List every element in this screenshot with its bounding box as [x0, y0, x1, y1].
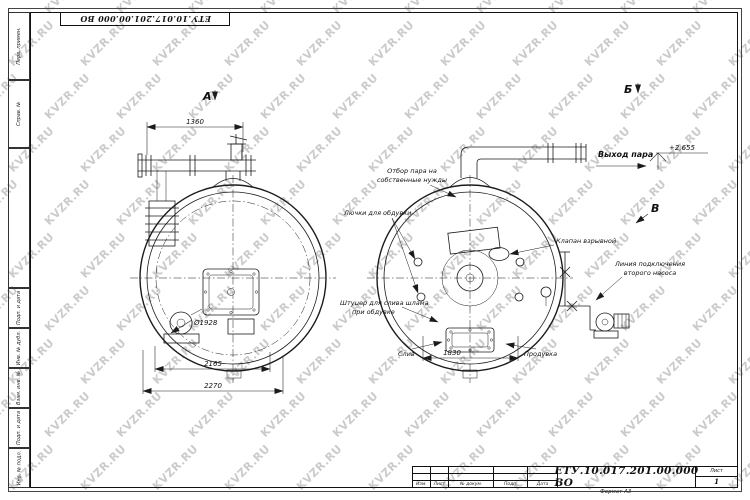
sludge-label-1: Штуцер для слива шлама	[340, 299, 429, 307]
stamp-cell-vzam-inv: Взам. инв. №	[8, 368, 30, 408]
hatches-label: Лючки для обдувки	[343, 209, 411, 217]
elevation-mark-label: +2,655	[669, 144, 695, 152]
col-docnum: № докум.	[449, 481, 495, 487]
sludge-label-2: при обдувке	[352, 308, 395, 316]
view-b-label: Б	[624, 83, 632, 96]
sheet-cell: Лист 1	[696, 467, 737, 487]
revision-table: Изм. Лист № докум. Подп. Дата	[413, 467, 558, 487]
pressure-gauge	[540, 286, 552, 298]
view-v-label: В	[651, 202, 659, 215]
stamp-cell-empty	[8, 148, 30, 288]
view-b-drawing: Выход пара +2,655 Отбор пара на собствен…	[340, 83, 708, 383]
blowdown-label: Продувка	[524, 350, 557, 358]
blow-hatch	[514, 292, 524, 302]
stamp-cell-podp-data-1: Подп. и дата	[8, 288, 30, 328]
own-needs-label-2: собственные нужды	[377, 176, 447, 184]
view-a-drawing: 1360 Ø1928 2165 2270 А	[130, 90, 336, 394]
col-podpis: Подп.	[494, 481, 529, 487]
stamp-cell-podp-data-2: Подп. и дата	[8, 408, 30, 448]
left-nozzle-stack	[145, 171, 179, 247]
stamp-cell-sprav: Справ. №	[8, 80, 30, 148]
second-pump-label-2: второго насоса	[624, 269, 677, 277]
dim-diameter-1928: Ø1928	[193, 319, 218, 327]
col-data: Дата	[536, 481, 549, 487]
stamp-cell-perv-primen: Перв. примен.	[8, 12, 30, 80]
feed-pump	[595, 312, 615, 332]
drain-label: Слив	[398, 350, 415, 358]
dim-1830: 1830	[443, 349, 461, 357]
burner-unit	[163, 308, 203, 344]
own-needs-label-1: Отбор пара на	[387, 167, 437, 175]
dim-2165: 2165	[204, 360, 222, 368]
second-pump-label-1: Линия подключения	[614, 260, 685, 268]
front-door	[202, 268, 260, 316]
feed-piping	[540, 251, 630, 339]
stamp-cell-inv-dubl: Инв. № дубл.	[8, 328, 30, 368]
explosion-valve-opening	[447, 226, 501, 255]
vessel-rear-shell	[376, 184, 564, 372]
stamp-cell-inv-podl: Инв. № подл.	[8, 448, 30, 488]
top-corner-stamp: ЕТУ.10.017.201.00.000 ВО	[60, 12, 230, 26]
sheet-number: 1	[714, 477, 719, 487]
dim-1360: 1360	[186, 118, 204, 126]
blow-hatch	[416, 292, 426, 302]
blow-hatch	[515, 257, 525, 267]
view-a-label: А	[202, 90, 212, 103]
dim-2270: 2270	[204, 382, 222, 390]
revision-row	[413, 467, 557, 474]
col-izm: Изм.	[413, 481, 431, 487]
steam-outlet-label: Выход пара	[598, 150, 653, 159]
revision-header-row: Изм. Лист № докум. Подп. Дата	[413, 481, 557, 487]
col-list: Лист	[431, 481, 449, 487]
title-block: Изм. Лист № докум. Подп. Дата ЕТУ.10.017…	[412, 465, 738, 489]
bottom-nozzle	[462, 369, 478, 379]
drawing-frame	[30, 12, 738, 488]
explosion-valve-label: Клапан взрывной	[556, 237, 616, 245]
format-note: Формат А3	[600, 489, 632, 495]
top-stamp-doc-number: ЕТУ.10.017.201.00.000 ВО	[79, 14, 211, 24]
safety-valve	[227, 134, 248, 161]
sheet-label: Лист	[696, 467, 737, 477]
blow-hatch	[413, 257, 423, 267]
doc-number: ЕТУ.10.017.201.00.000 ВО	[554, 465, 699, 489]
revision-row	[413, 474, 557, 481]
rear-door	[445, 327, 495, 353]
lower-panel	[227, 318, 255, 335]
